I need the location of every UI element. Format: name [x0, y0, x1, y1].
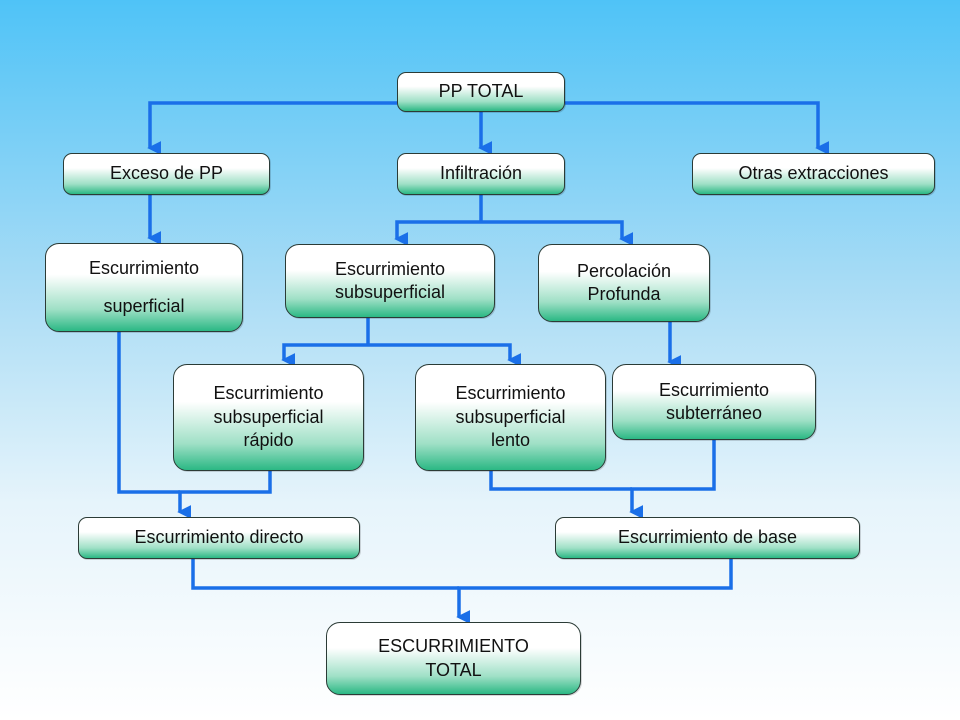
node-otras-extracciones: Otras extracciones: [692, 153, 935, 195]
node-escurrimiento-superficial: Escurrimiento superficial: [45, 243, 243, 332]
node-subsuperficial-lento-label: Escurrimiento subsuperficial lento: [455, 383, 566, 451]
connector-base-to-total: [456, 559, 733, 624]
connector-pp-to-exceso: [147, 101, 397, 155]
connector-infiltracion-to-percolacion: [481, 220, 634, 246]
node-percolacion-profunda: Percolación Profunda: [538, 244, 710, 322]
node-exceso-pp-label: Exceso de PP: [109, 163, 224, 184]
connector-subsuperficial-to-rapido: [281, 343, 368, 367]
node-pp-total-label: PP TOTAL: [438, 81, 524, 102]
node-escurrimiento-subsuperficial: Escurrimiento subsuperficial: [285, 244, 495, 318]
connector-subterraneo-to-base: [629, 440, 716, 519]
connector-lento-to-base: [489, 471, 632, 491]
node-escurrimiento-base: Escurrimiento de base: [555, 517, 860, 559]
connector-superficial-to-directo: [117, 332, 180, 494]
connector-subsuperficial-to-lento: [368, 343, 522, 367]
node-subsuperficial-rapido-label: Escurrimiento subsuperficial rápido: [213, 383, 324, 451]
node-escurrimiento-directo-label: Escurrimiento directo: [134, 527, 304, 548]
node-percolacion-profunda-label: Percolación Profunda: [576, 260, 672, 304]
connector-infiltracion-to-subsuperficial: [394, 220, 481, 246]
node-escurrimiento-total: ESCURRIMIENTO TOTAL: [326, 622, 581, 695]
node-infiltracion: Infiltración: [397, 153, 565, 195]
node-escurrimiento-directo: Escurrimiento directo: [78, 517, 360, 559]
node-escurrimiento-subsuperficial-label: Escurrimiento subsuperficial: [334, 258, 446, 302]
node-infiltracion-label: Infiltración: [439, 163, 523, 184]
connector-rapido-to-directo: [177, 471, 272, 519]
node-subsuperficial-lento: Escurrimiento subsuperficial lento: [415, 364, 606, 471]
connector-directo-to-total: [191, 559, 459, 590]
node-subsuperficial-rapido: Escurrimiento subsuperficial rápido: [173, 364, 364, 471]
node-otras-extracciones-label: Otras extracciones: [738, 163, 889, 184]
node-pp-total: PP TOTAL: [397, 72, 565, 112]
node-escurrimiento-base-label: Escurrimiento de base: [617, 527, 798, 548]
node-escurrimiento-superficial-label: Escurrimiento superficial: [88, 258, 200, 316]
connector-pp-to-otras: [565, 101, 830, 155]
node-exceso-pp: Exceso de PP: [63, 153, 270, 195]
node-escurrimiento-subterraneo: Escurrimiento subterráneo: [612, 364, 816, 440]
node-escurrimiento-subterraneo-label: Escurrimiento subterráneo: [658, 379, 770, 423]
node-escurrimiento-total-label: ESCURRIMIENTO TOTAL: [378, 636, 529, 680]
